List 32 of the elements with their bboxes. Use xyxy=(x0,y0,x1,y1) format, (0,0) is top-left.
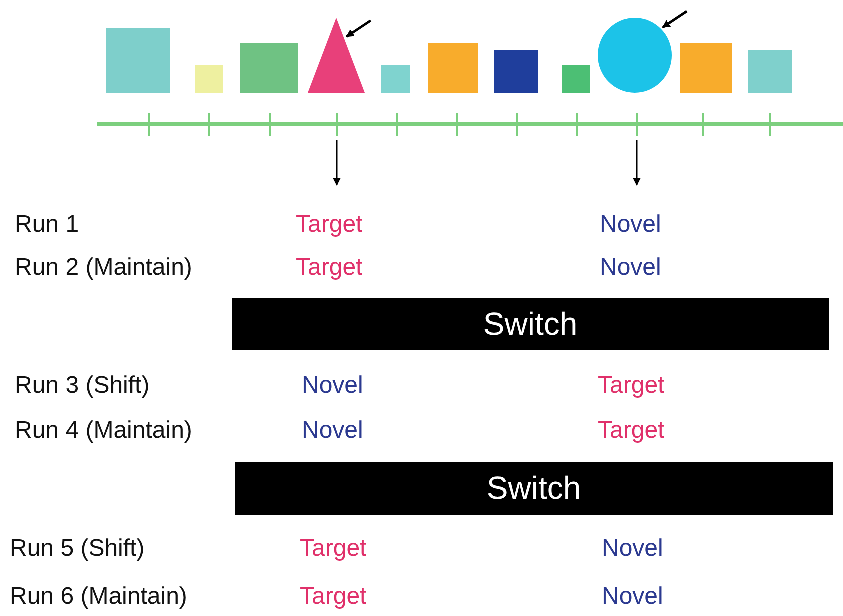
condition-label: Target xyxy=(598,417,665,445)
arrow xyxy=(662,10,688,28)
run-label: Run 1 xyxy=(15,211,80,239)
condition-label: Novel xyxy=(302,417,364,445)
square-shape xyxy=(106,28,170,93)
triangle-shape xyxy=(308,18,365,93)
condition-label: Target xyxy=(300,535,367,563)
condition-label: Novel xyxy=(602,583,664,611)
square-shape xyxy=(680,43,732,93)
switch-bar: Switch xyxy=(235,462,833,515)
run-label: Run 5 (Shift) xyxy=(10,535,145,563)
condition-label: Novel xyxy=(602,535,664,563)
condition-label: Novel xyxy=(600,211,662,239)
condition-label: Novel xyxy=(600,254,662,282)
condition-label: Target xyxy=(296,211,363,239)
condition-label: Target xyxy=(300,583,367,611)
square-shape xyxy=(240,43,298,93)
run-label: Run 4 (Maintain) xyxy=(15,417,192,445)
square-shape xyxy=(381,65,410,93)
condition-label: Target xyxy=(296,254,363,282)
run-label: Run 6 (Maintain) xyxy=(10,583,188,611)
condition-label: Novel xyxy=(302,372,364,400)
run-label: Run 3 (Shift) xyxy=(15,372,150,400)
switch-bar: Switch xyxy=(232,298,829,350)
square-shape xyxy=(748,50,792,93)
square-shape xyxy=(494,50,538,93)
square-shape xyxy=(195,65,223,93)
square-shape xyxy=(562,65,590,93)
run-label: Run 2 (Maintain) xyxy=(15,254,192,282)
arrow xyxy=(346,20,372,38)
square-shape xyxy=(428,43,478,93)
condition-label: Target xyxy=(598,372,665,400)
